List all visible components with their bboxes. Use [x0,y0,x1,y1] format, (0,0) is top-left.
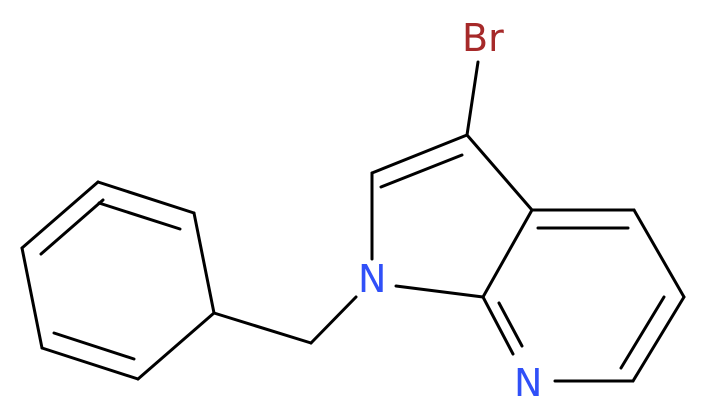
atom-n1-label: N [358,257,386,301]
bond [96,180,196,215]
atom-br-label: Br [462,16,504,60]
bond [394,284,485,299]
bond [619,295,666,370]
bond [192,211,216,315]
bond [97,201,182,231]
bond [20,180,100,250]
atom-n7-label: N [514,361,542,405]
bond [370,133,469,175]
bond [20,246,44,350]
bond [379,153,464,189]
bond [136,311,216,381]
bond [631,295,686,383]
bonds [20,60,686,383]
bond [497,301,524,348]
bond [465,133,534,212]
bond [52,331,136,361]
bond [465,60,480,137]
bond [481,208,534,299]
atom-labels: Br N N [358,16,542,405]
bond [481,295,515,356]
bond [632,208,686,299]
bond [40,346,140,381]
bond [212,311,313,345]
bond [39,198,105,256]
bond [309,295,358,345]
